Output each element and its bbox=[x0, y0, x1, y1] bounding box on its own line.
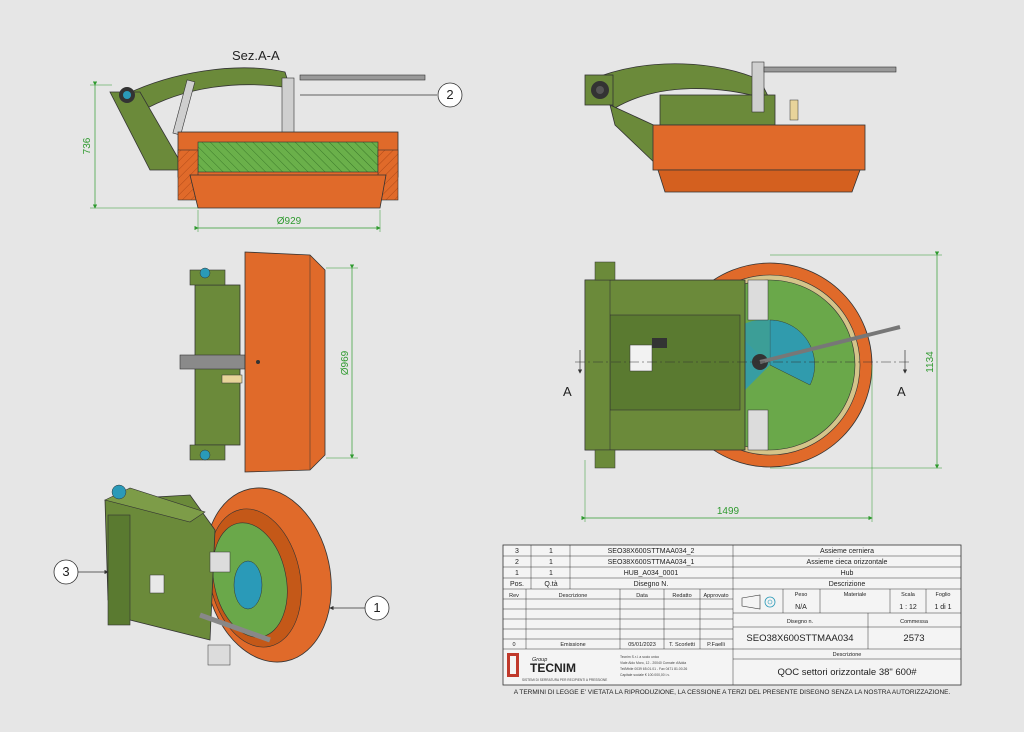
dim-front-height-label: 1134 bbox=[925, 351, 936, 373]
rev-header-rev: Rev bbox=[509, 593, 519, 599]
bom-row2-desc: Assieme cieca orizzontale bbox=[807, 559, 888, 566]
bom-row1-desc: Hub bbox=[841, 570, 854, 577]
projection-symbol-icon bbox=[741, 594, 761, 610]
handle-front-view bbox=[759, 325, 901, 364]
bom-row3-code: SEO38X600STTMAA034_2 bbox=[608, 548, 695, 555]
section-marker-right: A bbox=[897, 384, 906, 399]
bom-row1-code: HUB_A034_0001 bbox=[624, 570, 679, 577]
operating-handle bbox=[299, 74, 426, 81]
hub-skirt bbox=[189, 174, 387, 209]
balloon-3-label: 3 bbox=[62, 564, 69, 579]
hub-side bbox=[652, 124, 866, 171]
balloon-2-label: 2 bbox=[446, 87, 453, 102]
rev-row-date: 05/01/2023 bbox=[628, 642, 656, 648]
bom-row2-code: SEO38X600STTMAA034_1 bbox=[608, 559, 695, 566]
sector-section bbox=[197, 141, 379, 173]
rev-row-approved: P.Faelli bbox=[707, 642, 725, 648]
dim-width-label: 1499 bbox=[717, 506, 740, 517]
company-address-4: Capitale sociale € 100.000,00 i.v. bbox=[620, 673, 670, 677]
commessa-label: Commessa bbox=[900, 619, 929, 625]
bom-row3-qty: 1 bbox=[549, 548, 553, 555]
handle-side bbox=[763, 66, 897, 73]
dim-diameter-side-label: Ø929 bbox=[277, 216, 302, 227]
descrizione-label: Descrizione bbox=[833, 652, 862, 658]
descrizione-value: QOC settori orizzontale 38" 600# bbox=[777, 667, 917, 678]
handle-iso bbox=[199, 612, 271, 643]
rev-row-desc: Emissione bbox=[560, 642, 585, 648]
isometric-view: 3 1 bbox=[53, 484, 390, 666]
bom-header-desc: Descrizione bbox=[829, 581, 866, 588]
scala-label: Scala bbox=[901, 592, 916, 598]
bom-row1-pos: 1 bbox=[515, 570, 519, 577]
top-view: Ø969 bbox=[179, 251, 358, 473]
dim-height-label: 736 bbox=[82, 137, 93, 154]
bom-header-code: Disegno N. bbox=[634, 581, 669, 588]
rev-header-drawn: Redatto bbox=[672, 593, 691, 599]
rev-row-rev: 0 bbox=[512, 642, 515, 648]
side-elevation-view bbox=[584, 61, 897, 193]
section-title: Sez.A-A bbox=[232, 48, 280, 63]
disegno-label: Disegno n. bbox=[787, 619, 814, 625]
rev-header-approved: Approvato bbox=[703, 593, 728, 599]
bom-row3-desc: Assieme cerniera bbox=[820, 548, 874, 555]
bom-row1-qty: 1 bbox=[549, 570, 553, 577]
rev-header-desc: Descrizione bbox=[559, 593, 588, 599]
materiale-label: Materiale bbox=[844, 592, 867, 598]
commessa-value: 2573 bbox=[903, 633, 924, 644]
hinge-arm-side bbox=[589, 63, 771, 109]
hinge-pin-core bbox=[123, 91, 131, 99]
company-name: TECNIM bbox=[530, 661, 576, 675]
section-marker-left: A bbox=[563, 384, 572, 399]
company-address-1: Tecnim S.r.l. a socio unico bbox=[620, 655, 659, 659]
bom-header-qty: Q.tà bbox=[544, 581, 557, 588]
disegno-value: SEO38X600STTMAA034 bbox=[746, 633, 853, 644]
front-view: A A 1134 1499 bbox=[563, 251, 942, 522]
screw-jack bbox=[172, 79, 196, 136]
bom-row3-pos: 3 bbox=[515, 548, 519, 555]
foglio-label: Foglio bbox=[936, 592, 951, 598]
peso-value: N/A bbox=[795, 604, 807, 611]
balloon-1-label: 1 bbox=[373, 600, 380, 615]
title-block: 3 1 SEO38X600STTMAA034_2 Assieme cernier… bbox=[502, 544, 962, 696]
balloon-2 bbox=[437, 82, 463, 108]
rev-header-date: Data bbox=[636, 593, 649, 599]
peso-label: Peso bbox=[795, 592, 808, 598]
company-address-3: Tel/Mbile 0039 65.01.01 - Fax 0471 81.00… bbox=[620, 667, 687, 671]
section-view: Sez.A-A 736 Ø929 2 bbox=[82, 48, 463, 232]
handle-top-view bbox=[179, 354, 246, 370]
bom-row2-qty: 1 bbox=[549, 559, 553, 566]
bom-header-pos: Pos. bbox=[510, 581, 524, 588]
company-group-label: Group bbox=[532, 657, 547, 663]
bracket-side bbox=[609, 104, 661, 169]
footer-legal-note: A TERMINI DI LEGGE E' VIETATA LA RIPRODU… bbox=[514, 689, 951, 696]
foglio-value: 1 di 1 bbox=[934, 604, 951, 611]
company-subtitle: SISTEMI DI SERRATURA PER RECIPIENTI A PR… bbox=[522, 678, 607, 682]
scala-value: 1 : 12 bbox=[899, 604, 917, 611]
company-address-2: Viale Aldo Moro, 12 - 20040 Cornate d'Ad… bbox=[620, 661, 686, 665]
rev-row-drawn: T. Scorletti bbox=[669, 642, 695, 648]
bom-row2-pos: 2 bbox=[515, 559, 519, 566]
dim-front-diameter-label: Ø969 bbox=[340, 350, 351, 375]
